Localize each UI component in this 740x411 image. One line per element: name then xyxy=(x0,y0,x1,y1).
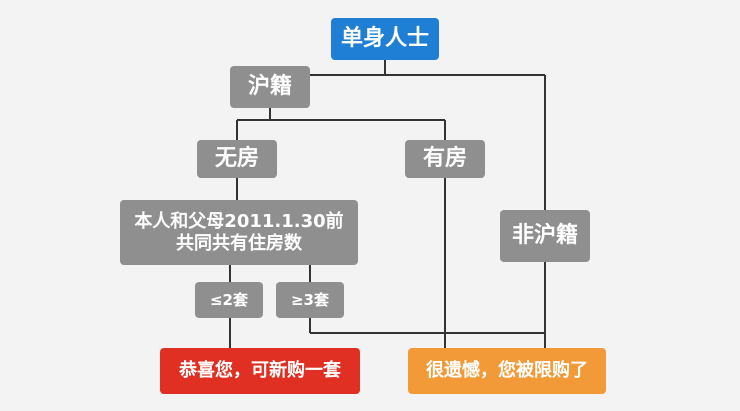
node-condition: 本人和父母2011.1.30前 共同共有住房数 xyxy=(120,200,358,265)
node-single-person: 单身人士 xyxy=(331,18,439,60)
node-no-house: 无房 xyxy=(197,140,277,178)
node-local-hukou: 沪籍 xyxy=(230,66,310,108)
node-result-restricted: 很遗憾，您被限购了 xyxy=(408,348,606,394)
node-ge3: ≥3套 xyxy=(276,282,344,318)
node-result-can-buy: 恭喜您，可新购一套 xyxy=(160,348,360,394)
condition-line-1: 本人和父母2011.1.30前 xyxy=(134,210,344,232)
node-le2: ≤2套 xyxy=(195,282,263,318)
condition-line-2: 共同共有住房数 xyxy=(176,232,302,254)
node-has-house: 有房 xyxy=(405,140,485,178)
node-non-local-hukou: 非沪籍 xyxy=(500,210,590,262)
